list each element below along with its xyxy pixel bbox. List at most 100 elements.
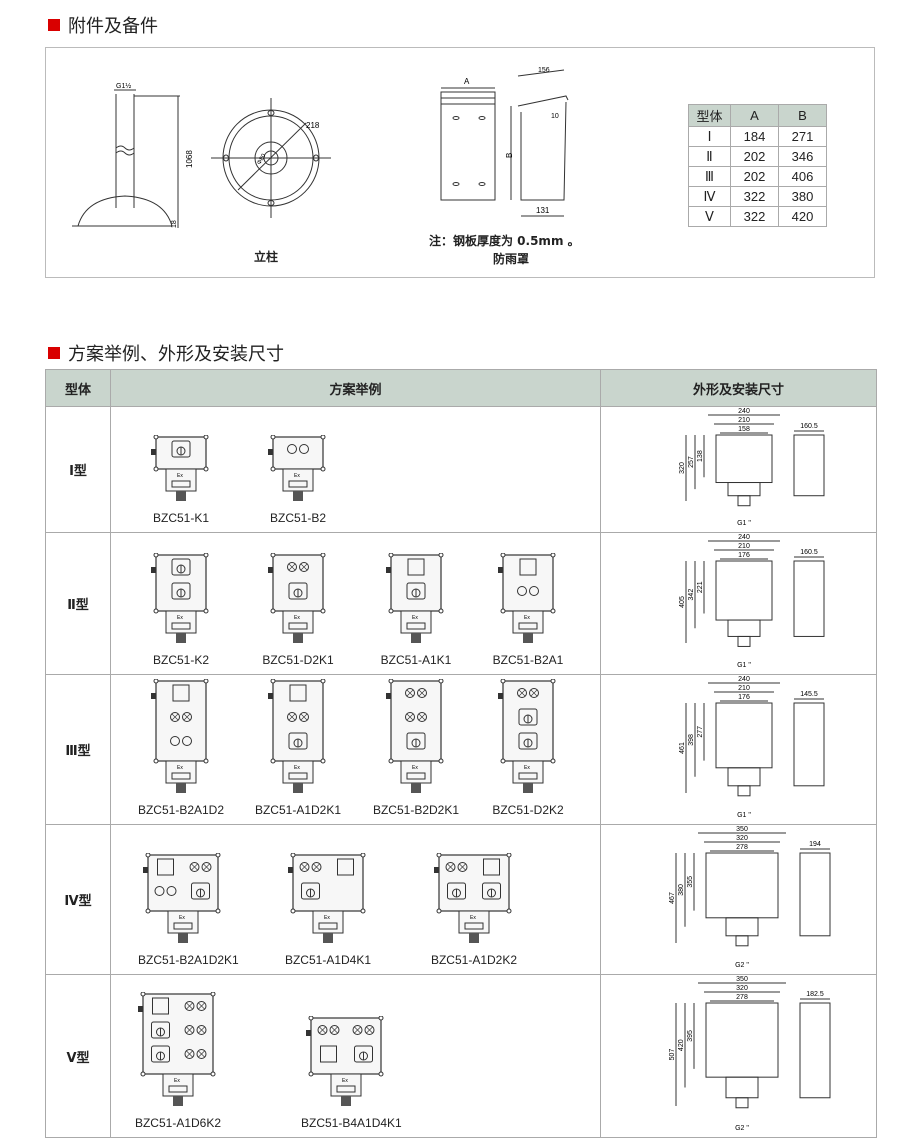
product-model-label: BZC51-B2 bbox=[269, 511, 327, 525]
indicator-light-icon bbox=[317, 1025, 328, 1035]
spec-header: B bbox=[778, 104, 827, 127]
product-model-label: BZC51-B2A1D2K1 bbox=[138, 953, 239, 967]
spec-cell: Ⅳ bbox=[688, 186, 731, 207]
indicator-light-icon bbox=[352, 1025, 363, 1035]
header-type: 型体 bbox=[45, 369, 111, 407]
depth-dimension-label: 160.5 bbox=[800, 423, 818, 430]
type-cell: Ⅲ型 bbox=[45, 674, 111, 825]
rotary-switch-icon bbox=[518, 708, 538, 726]
height-dimension-label: 221 bbox=[697, 581, 704, 593]
indicator-light-icon bbox=[170, 712, 180, 722]
svg-text:Ex: Ex bbox=[179, 915, 185, 921]
meter-icon bbox=[157, 858, 174, 876]
indicator-light-icon bbox=[299, 562, 309, 572]
height-dimension-label: 380 bbox=[678, 884, 685, 896]
section-title-text: 方案举例、外形及安装尺寸 bbox=[68, 344, 284, 364]
spec-cell: 184 bbox=[730, 126, 779, 147]
rain-cover-note: 注：钢板厚度为 0.5mm 。 bbox=[429, 234, 580, 248]
pillar-diameter-label: 218 bbox=[306, 121, 320, 130]
accessories-panel: G1½ 1068 18 218 Φ80 立柱 bbox=[45, 47, 875, 278]
depth-dimension-label: 145.5 bbox=[800, 691, 818, 698]
height-dimension-label: 395 bbox=[687, 1030, 694, 1042]
svg-text:Ex: Ex bbox=[177, 615, 183, 621]
rotary-switch-icon bbox=[301, 882, 320, 900]
meter-icon bbox=[519, 558, 537, 576]
width-dimension-label: 210 bbox=[738, 543, 750, 550]
product-model-label: BZC51-B2A1 bbox=[492, 653, 564, 667]
push-button-icon bbox=[529, 586, 539, 596]
indicator-light-icon bbox=[417, 688, 427, 698]
width-dimension-label: 320 bbox=[736, 985, 748, 992]
width-dimension-label: 210 bbox=[738, 417, 750, 424]
rain-cover-drawing: A B 156 10 131 bbox=[440, 67, 569, 217]
indicator-light-icon bbox=[311, 862, 322, 872]
indicator-light-icon bbox=[184, 1025, 195, 1035]
indicator-light-icon bbox=[299, 862, 310, 872]
spec-cell: 322 bbox=[730, 206, 779, 227]
product-drawing: Ex bbox=[143, 853, 221, 943]
rotary-switch-icon bbox=[191, 882, 210, 900]
indicator-light-icon bbox=[287, 712, 297, 722]
header-schemes: 方案举例 bbox=[110, 369, 601, 407]
indicator-light-icon bbox=[417, 712, 427, 722]
push-button-icon bbox=[287, 444, 297, 454]
product-model-label: BZC51-A1D2K2 bbox=[430, 953, 518, 967]
indicator-light-icon bbox=[364, 1025, 375, 1035]
indicator-light-icon bbox=[445, 862, 456, 872]
push-button-icon bbox=[170, 736, 180, 746]
svg-text:Ex: Ex bbox=[174, 1078, 180, 1084]
indicator-light-icon bbox=[201, 862, 212, 872]
depth-dimension-label: 182.5 bbox=[806, 991, 824, 998]
svg-text:Ex: Ex bbox=[177, 765, 183, 771]
rotary-switch-icon bbox=[151, 1045, 170, 1063]
product-model-label: BZC51-A1K1 bbox=[380, 653, 452, 667]
height-dimension-label: 342 bbox=[688, 589, 695, 601]
section-title-schemes: 方案举例、外形及安装尺寸 bbox=[48, 340, 284, 366]
red-square-icon bbox=[48, 19, 60, 31]
product-model-label: BZC51-B2D2K1 bbox=[372, 803, 460, 817]
product-model-label: BZC51-K2 bbox=[152, 653, 210, 667]
width-dimension-label: 350 bbox=[736, 976, 748, 983]
rotary-switch-icon bbox=[406, 582, 426, 600]
product-model-label: BZC51-K1 bbox=[152, 511, 210, 525]
width-dimension-label: 210 bbox=[738, 685, 750, 692]
spec-cell: 420 bbox=[778, 206, 827, 227]
width-dimension-label: 176 bbox=[738, 694, 750, 701]
width-dimension-label: 240 bbox=[738, 534, 750, 541]
pillar-inner-label: Φ80 bbox=[257, 153, 268, 166]
cover-b-label: B bbox=[505, 153, 514, 158]
svg-text:Ex: Ex bbox=[294, 765, 300, 771]
depth-dimension-label: 194 bbox=[809, 841, 821, 848]
indicator-light-icon bbox=[287, 562, 297, 572]
spec-header: A bbox=[730, 104, 779, 127]
rotary-switch-icon bbox=[151, 1021, 170, 1039]
product-drawing: Ex bbox=[151, 553, 209, 643]
gland-thread-label: G2 " bbox=[735, 1125, 749, 1132]
height-dimension-label: 405 bbox=[679, 596, 686, 608]
width-dimension-label: 158 bbox=[738, 426, 750, 433]
height-dimension-label: 398 bbox=[688, 734, 695, 746]
product-drawing: Ex bbox=[151, 435, 209, 501]
height-dimension-label: 320 bbox=[679, 462, 686, 474]
rotary-switch-icon bbox=[447, 882, 466, 900]
product-model-label: BZC51-D2K1 bbox=[262, 653, 334, 667]
spec-cell: 202 bbox=[730, 146, 779, 167]
spec-cell: Ⅱ bbox=[688, 146, 731, 167]
spec-cell: Ⅴ bbox=[688, 206, 731, 227]
rotary-switch-icon bbox=[171, 582, 191, 600]
indicator-light-icon bbox=[299, 712, 309, 722]
